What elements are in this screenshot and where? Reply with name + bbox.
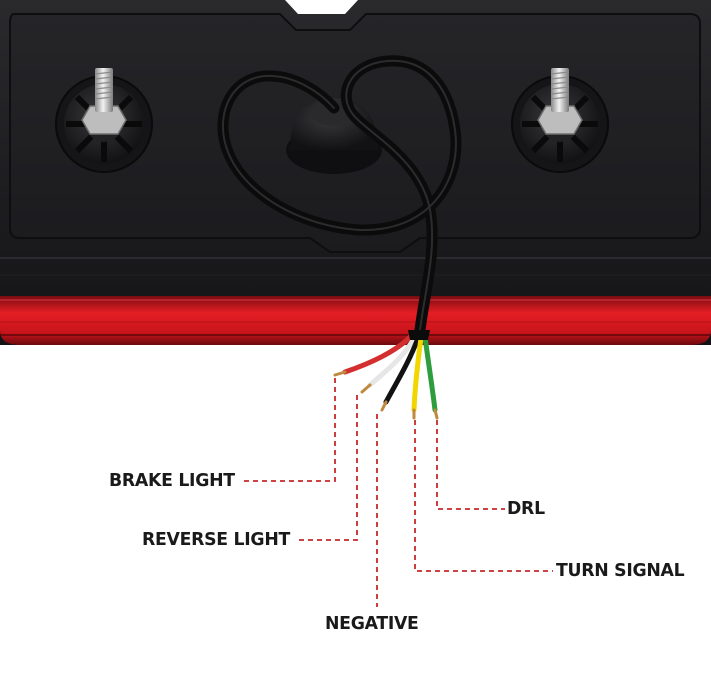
brake-light-label: BRAKE LIGHT [109,470,235,491]
negative-label: NEGATIVE [325,613,419,634]
green-wire [422,334,438,413]
leader-lines [240,378,553,607]
red-lens [0,296,711,345]
wires [333,330,439,420]
right-mounting-post [511,68,609,173]
brake-light-leader [240,378,336,482]
reverse-light-label: REVERSE LIGHT [142,529,290,550]
drl-leader [436,420,505,510]
black-wire [383,335,421,405]
yellow-wire [411,335,424,413]
turn-signal-label: TURN SIGNAL [556,560,685,581]
drl-label: DRL [507,498,545,519]
left-mounting-post [55,68,153,173]
cable [217,55,462,336]
white-wire [367,334,418,388]
reverse-light-leader [298,395,358,541]
red-wire [342,332,415,375]
turn-signal-leader [414,420,553,572]
